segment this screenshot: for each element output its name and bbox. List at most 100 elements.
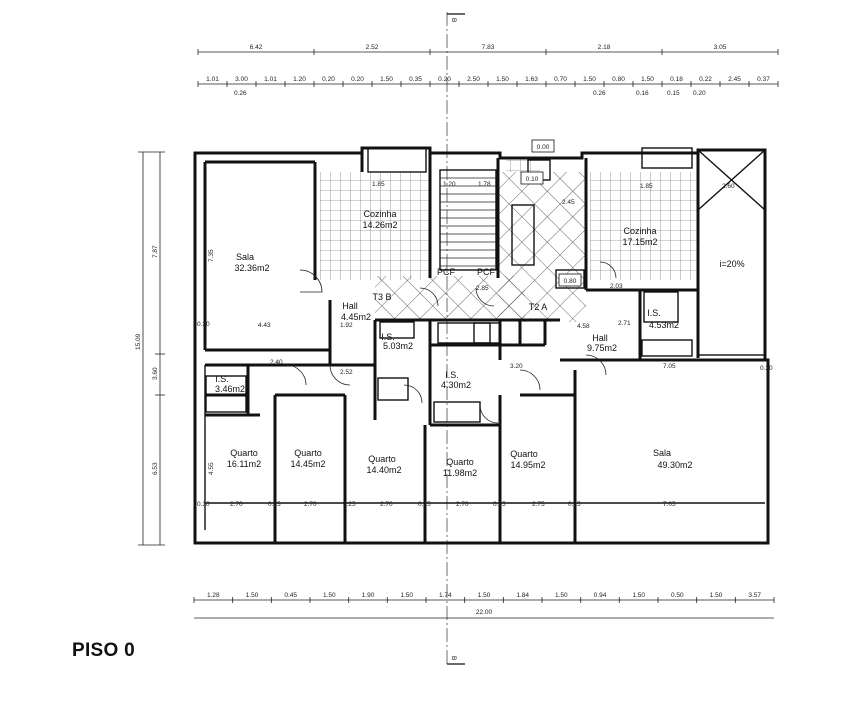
bottom-dim-label: 1.84	[516, 592, 529, 599]
inner-dim: 1.85	[372, 181, 385, 188]
top-dim-sub-label: 0.16	[636, 90, 649, 97]
inner-dim: 1.20	[443, 181, 456, 188]
left-dim-total: 15.09	[135, 333, 142, 350]
room-quarto5-area: 14.95m2	[510, 460, 545, 470]
top-dim-label: 0.20	[322, 76, 335, 83]
bottom-dim-label: 1.50	[632, 592, 645, 599]
inner-dim: 1.85	[640, 183, 653, 190]
room-is1-area: 5.03m2	[383, 341, 413, 351]
top-dim-label: 1.50	[583, 76, 596, 83]
inner-dim: 1.92	[340, 322, 353, 329]
inner-dim: 2.85	[476, 285, 489, 292]
section-mark-top: B	[450, 18, 457, 22]
top-dim-sub-label: 0.26	[234, 90, 247, 97]
inner-dim: 0.25	[268, 501, 281, 508]
bottom-total-dim: 22.00	[476, 609, 493, 616]
tag-slope: i=20%	[719, 259, 744, 269]
inner-dim: 7.05	[663, 363, 676, 370]
room-is4-name: I.S.	[647, 308, 661, 318]
top-dim-label: 1.63	[525, 76, 538, 83]
inner-dim: 2.52	[340, 369, 353, 376]
top-dim-label: 0.35	[409, 76, 422, 83]
top-dim-label: 1.50	[380, 76, 393, 83]
inner-dim: 4.58	[577, 323, 590, 330]
room-quarto5-name: Quarto	[510, 449, 538, 459]
left-dimensions: 15.09 7.87 3.60 6.53 7.35 4.55	[135, 151, 215, 546]
room-quarto3-area: 14.40m2	[366, 465, 401, 475]
level-entry: 0.00	[537, 144, 550, 151]
tag-pcf-1: PCF	[437, 267, 456, 277]
top-dim-sub-label: 0.20	[693, 90, 706, 97]
inner-dim: 0.30	[197, 501, 210, 508]
top-dim-sub-label: 0.26	[593, 90, 606, 97]
kitchen-left-tiles	[320, 172, 430, 280]
top-dim-label: 0.20	[438, 76, 451, 83]
inner-dim: 7.05	[663, 501, 676, 508]
bottom-dim-label: 1.50	[478, 592, 491, 599]
bottom-dim-label: 3.57	[748, 592, 761, 599]
bottom-dim-label: 1.50	[323, 592, 336, 599]
bottom-dim-label: 1.50	[555, 592, 568, 599]
room-is1-name: I.S.	[381, 332, 395, 342]
bottom-dim-label: 0.50	[671, 592, 684, 599]
sala-height-dim: 7.35	[208, 249, 215, 262]
inner-dimensions: 4.43 2.40 2.52 1.92 3.20 4.58 2.70 2.70 …	[197, 181, 773, 508]
room-quarto1-area: 16.11m2	[227, 459, 261, 469]
top-dim-label: 6.42	[250, 44, 263, 51]
top-dim-label: 0.80	[612, 76, 625, 83]
inner-dim: 0.25	[493, 501, 506, 508]
inner-dim: 0.25	[568, 501, 581, 508]
bottom-dim-label: 0.45	[284, 592, 297, 599]
plan-tags: T3 B T2 A PCF PCF i=20%	[372, 259, 744, 312]
section-mark-bottom: B	[450, 656, 457, 660]
stairwell	[439, 169, 535, 271]
top-dim-label: 3.00	[235, 76, 248, 83]
room-cozinha-right-area: 17.15m2	[622, 237, 657, 247]
room-hall-left-name: Hall	[342, 301, 358, 311]
bottom-dim-label: 1.50	[400, 592, 413, 599]
tag-t2a: T2 A	[529, 302, 548, 312]
bottom-dim-label: 1.90	[362, 592, 375, 599]
top-dim-label: 0.18	[670, 76, 683, 83]
top-dim-label: 1.50	[496, 76, 509, 83]
door-swings	[285, 261, 617, 424]
room-cozinha-right-name: Cozinha	[623, 226, 656, 236]
room-sala-right-area: 49.30m2	[657, 460, 692, 470]
inner-dim: 2.70	[380, 501, 393, 508]
level-landing: 0.80	[564, 278, 577, 285]
top-dim-label: 0.22	[699, 76, 712, 83]
tag-t3b: T3 B	[372, 292, 391, 302]
inner-dim: 2.70	[230, 501, 243, 508]
top-dim-label: 2.50	[467, 76, 480, 83]
room-quarto4-area: 11.98m2	[443, 468, 477, 478]
bottom-dim-label: 1.50	[710, 592, 723, 599]
top-dim-label: 0.70	[554, 76, 567, 83]
entry-mat-tiles	[506, 158, 540, 172]
walls	[193, 146, 770, 545]
inner-dim: 2.71	[618, 320, 631, 327]
level-marks: 0.00 0.10 0.80	[520, 139, 582, 287]
room-is2-area: 3.46m2	[215, 384, 245, 394]
top-dim-label: 7.83	[482, 44, 495, 51]
inner-dim: 0.25	[343, 501, 356, 508]
inner-dim: 2.40	[270, 359, 283, 366]
top-dim-label: 2.52	[366, 44, 379, 51]
room-hall-right-name: Hall	[592, 333, 608, 343]
quarto-height-dim: 4.55	[208, 462, 215, 475]
room-cozinha-left-area: 14.26m2	[362, 220, 397, 230]
top-dim-label: 1.50	[641, 76, 654, 83]
top-dim-label: 1.01	[206, 76, 219, 83]
room-quarto2-name: Quarto	[294, 448, 322, 458]
room-quarto4-name: Quarto	[446, 457, 474, 467]
inner-dim: 1.78	[478, 181, 491, 188]
room-hall-left-area: 4.45m2	[341, 312, 371, 322]
room-is3-area: 4.30m2	[441, 380, 471, 390]
room-hall-right-area: 9.75m2	[587, 343, 617, 353]
room-quarto1-name: Quarto	[230, 448, 258, 458]
room-cozinha-left-name: Cozinha	[363, 209, 396, 219]
tag-pcf-2: PCF	[477, 267, 496, 277]
inner-dim: 2.03	[610, 283, 623, 290]
